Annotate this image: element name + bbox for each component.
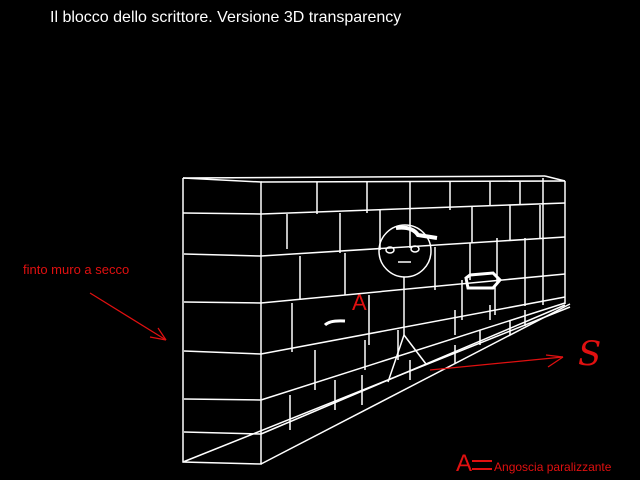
wall-front-face [182, 175, 571, 465]
page-title: Il blocco dello scrittore. Versione 3D t… [50, 9, 402, 26]
blob-scribble [464, 271, 503, 290]
arrow-icon [89, 292, 167, 341]
legend-symbol: A [456, 450, 473, 477]
arrow-icon [429, 356, 564, 371]
eye-icon [410, 245, 420, 253]
figure-label: A [352, 290, 367, 315]
annotation-arrows [89, 292, 564, 371]
dash-scribble [323, 319, 346, 327]
eye-icon [385, 246, 395, 254]
side-label: finto muro a secco [23, 262, 130, 277]
legend-text: Angoscia paralizzante [494, 460, 612, 474]
wall-left-face [182, 177, 262, 465]
stick-figure [378, 224, 438, 383]
s-label: S [578, 334, 602, 374]
legend: A Angoscia paralizzante [456, 450, 611, 478]
equals-icon [472, 459, 493, 470]
